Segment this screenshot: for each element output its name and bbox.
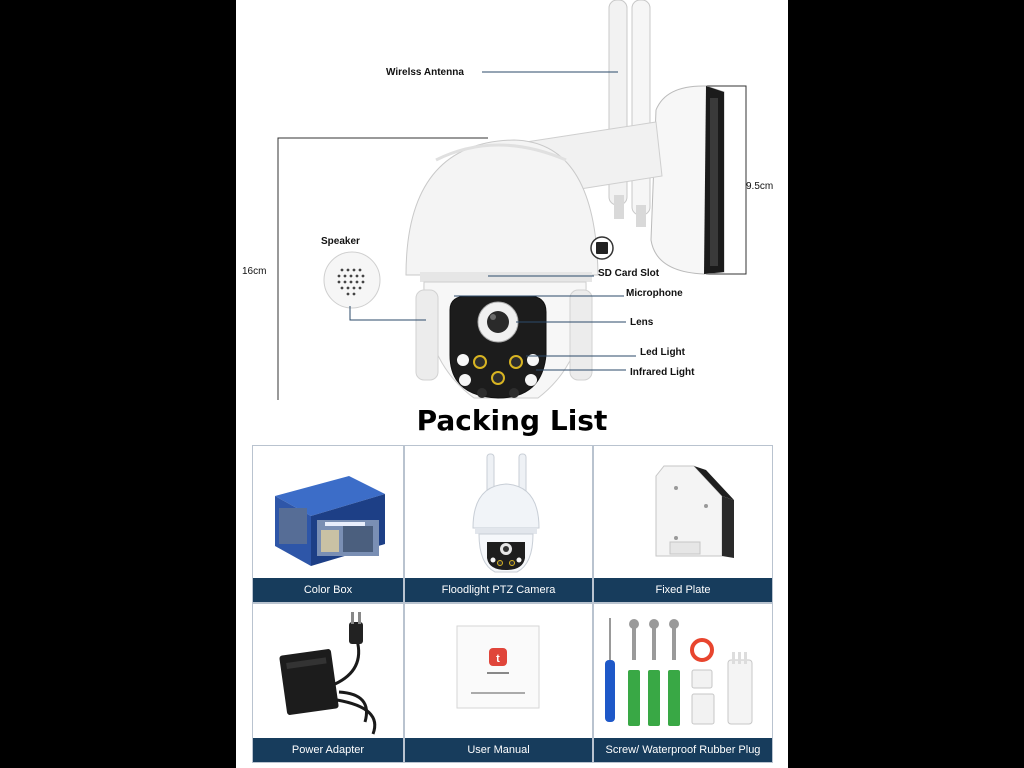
right-letterbox (788, 0, 1024, 768)
antenna-label: Wirelss Antenna (386, 67, 464, 78)
camera-body-icon (415, 281, 593, 399)
user-manual-icon: t (456, 625, 540, 709)
infrared-light-label: Infrared Light (630, 367, 695, 378)
microphone-label: Microphone (626, 288, 683, 299)
packing-item-label: Color Box (253, 578, 403, 602)
wall-mount-icon (650, 85, 725, 275)
packing-list-title: Packing List (416, 404, 608, 437)
fixed-plate-icon (655, 465, 734, 558)
color-box-icon (275, 476, 385, 566)
led-light-label: Led Light (640, 347, 685, 358)
packing-item-power-adapter: Power Adapter (252, 603, 404, 763)
main-panel: Wirelss Antenna 9.5cm 16cm Speaker SD Ca… (236, 0, 788, 768)
speaker-label: Speaker (321, 236, 360, 247)
packing-item-fixed-plate: Fixed Plate (593, 445, 773, 603)
speaker-icon (323, 251, 381, 309)
sd-card-label: SD Card Slot (598, 268, 660, 279)
height-dimension: 16cm (242, 266, 267, 277)
screw-plug-icon (605, 618, 753, 726)
packing-item-label: Screw/ Waterproof Rubber Plug (594, 738, 772, 762)
antenna-icon (608, 0, 651, 227)
sd-card-icon (590, 236, 614, 260)
width-dimension: 9.5cm (746, 181, 774, 192)
ptz-camera-icon (472, 453, 540, 573)
camera-dome-icon (405, 139, 599, 282)
packing-item-screw-plug: Screw/ Waterproof Rubber Plug (593, 603, 773, 763)
packing-item-label: Power Adapter (253, 738, 403, 762)
packing-item-user-manual: t User Manual (404, 603, 593, 763)
packing-item-label: User Manual (405, 738, 592, 762)
packing-item-ptz-camera: Floodlight PTZ Camera (404, 445, 593, 603)
packing-item-label: Fixed Plate (594, 578, 772, 602)
svg-text:t: t (496, 653, 500, 665)
packing-item-label: Floodlight PTZ Camera (405, 578, 592, 602)
packing-item-color-box: Color Box (252, 445, 404, 603)
lens-label: Lens (630, 317, 654, 328)
power-adapter-icon (279, 612, 377, 735)
camera-diagram (277, 0, 747, 400)
left-letterbox (0, 0, 236, 768)
